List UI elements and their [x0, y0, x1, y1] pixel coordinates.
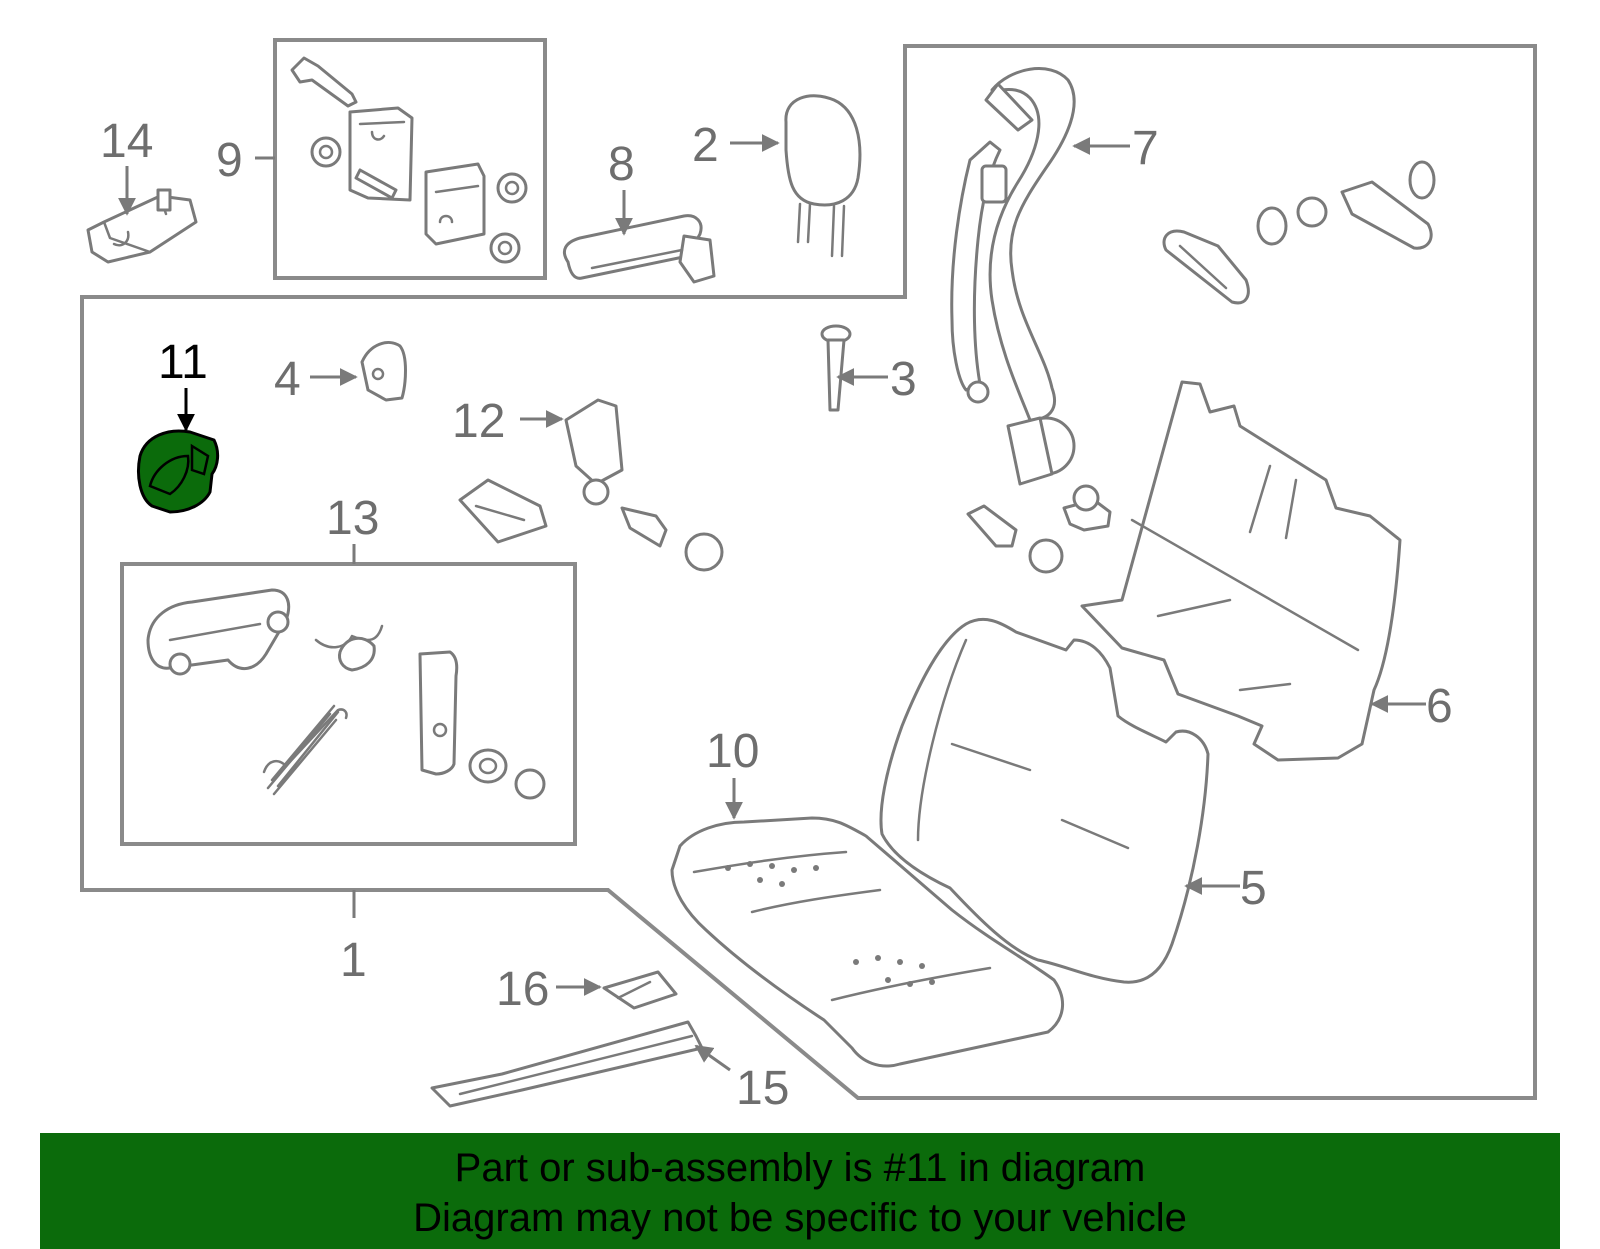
part-15-rail[interactable]: [430, 1020, 704, 1108]
part-3-pin[interactable]: [820, 324, 852, 412]
part-16-clip[interactable]: [602, 970, 678, 1010]
part-4-clip[interactable]: [360, 341, 407, 402]
part-12-buckle[interactable]: [458, 398, 724, 572]
callout-10: 10: [706, 725, 759, 778]
belt-bolts[interactable]: [966, 484, 1112, 574]
part-11-highlighted[interactable]: [137, 429, 220, 514]
part-13-handle-kit[interactable]: [146, 588, 546, 800]
part-6-seatback-frame[interactable]: [1080, 380, 1402, 762]
callout-6: 6: [1426, 680, 1453, 733]
part-8-armrest[interactable]: [563, 214, 716, 284]
part-10-seat-cushion[interactable]: [670, 816, 1065, 1068]
group-box-13: [120, 562, 577, 846]
part-9-hinge-hardware[interactable]: [290, 56, 528, 264]
callout-14: 14: [100, 115, 153, 168]
callout-16: 16: [496, 963, 549, 1016]
callout-2: 2: [692, 119, 719, 172]
banner-line-1: Part or sub-assembly is #11 in diagram: [454, 1146, 1146, 1190]
callout-1: 1: [340, 934, 367, 987]
callout-9: 9: [216, 134, 243, 187]
info-banner: Part or sub-assembly is #11 in diagram D…: [40, 1133, 1560, 1249]
belt-anchor-hardware[interactable]: [1162, 160, 1436, 305]
banner-line-2: Diagram may not be specific to your vehi…: [413, 1196, 1187, 1240]
callout-7: 7: [1132, 122, 1159, 175]
callout-4: 4: [274, 353, 301, 406]
part-5-seatback-cushion[interactable]: [879, 618, 1210, 984]
callout-11: 11: [158, 336, 208, 389]
assembly-1-outline: [80, 44, 1537, 1100]
part-2-headrest[interactable]: [784, 94, 862, 258]
callout-15: 15: [736, 1062, 789, 1115]
callout-12: 12: [452, 395, 505, 448]
callout-5: 5: [1240, 862, 1267, 915]
part-7-seat-belt[interactable]: [950, 67, 1076, 486]
callout-13: 13: [326, 492, 379, 545]
callout-8: 8: [608, 138, 635, 191]
callout-3: 3: [890, 353, 917, 406]
part-14-bracket[interactable]: [86, 188, 198, 264]
